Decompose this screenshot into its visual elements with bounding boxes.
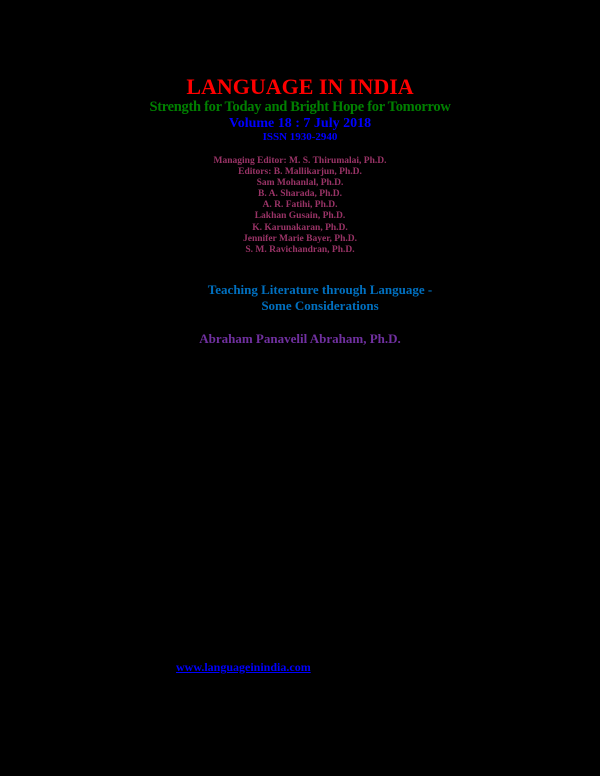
journal-tagline: Strength for Today and Bright Hope for T… <box>149 99 451 115</box>
website-link[interactable]: www.languageinindia.com <box>176 660 311 674</box>
editor-name: K. Karunakaran, Ph.D. <box>252 222 348 233</box>
article-title-line: Teaching Literature through Language - <box>207 282 433 297</box>
article-title-line: Some Considerations <box>261 298 379 313</box>
editor-name: Jennifer Marie Bayer, Ph.D. <box>243 233 357 244</box>
editor-name: Editors: B. Mallikarjun, Ph.D. <box>238 167 362 178</box>
editor-name: Sam Mohanlal, Ph.D. <box>256 178 344 189</box>
article-title: Teaching Literature through Language - S… <box>170 282 470 314</box>
journal-title: LANGUAGE IN INDIA <box>186 74 414 99</box>
editor-name: A. R. Fatihi, Ph.D. <box>262 200 338 211</box>
issn: ISSN 1930-2940 <box>262 131 338 143</box>
article-author: Abraham Panavelil Abraham, Ph.D. <box>199 331 401 346</box>
editor-name: Lakhan Gusain, Ph.D. <box>254 211 346 222</box>
editor-name: B. A. Sharada, Ph.D. <box>258 189 342 200</box>
volume-info: Volume 18 : 7 July 2018 <box>228 116 372 131</box>
editor-list: Managing Editor: M. S. Thirumalai, Ph.D.… <box>0 156 600 256</box>
editor-name: Managing Editor: M. S. Thirumalai, Ph.D. <box>213 156 387 166</box>
editor-name: S. M. Ravichandran, Ph.D. <box>245 244 355 255</box>
